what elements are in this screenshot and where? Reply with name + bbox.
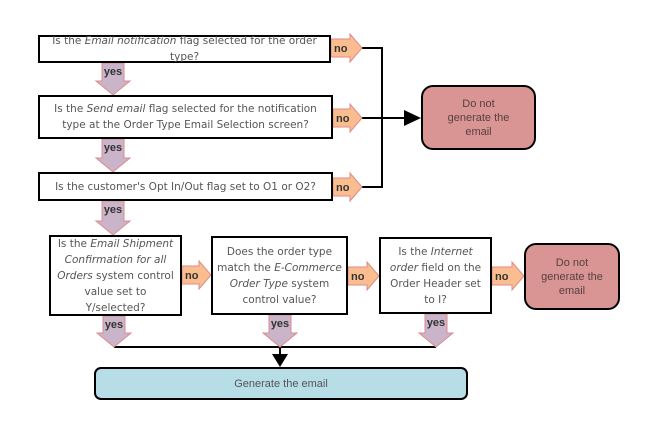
connector-no-1: [362, 47, 383, 118]
no-arrow-shape: [347, 260, 380, 292]
yes-label: yes: [104, 142, 122, 154]
yes-arrow-5: yes: [261, 314, 299, 348]
yes-label: yes: [104, 204, 122, 216]
yes-arrow-6: yes: [417, 313, 455, 348]
no-arrow-shape: [181, 259, 212, 291]
question-send-email: Is the Send email flag selected for the …: [38, 95, 333, 139]
outcome-generate-email: Generate the email: [94, 367, 468, 400]
no-label: no: [185, 270, 199, 282]
yes-arrow-shape: [94, 62, 132, 96]
yes-arrow-1: yes: [94, 62, 132, 96]
yes-label: yes: [271, 318, 289, 330]
yes-arrow-shape: [261, 314, 299, 348]
no-label: no: [495, 271, 509, 283]
yes-arrow-4: yes: [95, 315, 133, 348]
no-arrow-shape: [332, 171, 363, 203]
yes-label: yes: [427, 317, 445, 329]
no-arrow-6: no: [491, 260, 525, 292]
yes-arrow-shape: [94, 200, 132, 236]
outcome-do-not-generate-1: Do not generate the email: [421, 85, 536, 150]
yes-arrow-shape: [95, 315, 133, 348]
no-arrow-shape: [491, 260, 525, 292]
no-arrow-shape: [332, 102, 363, 134]
question-opt-in-out: Is the customer's Opt In/Out flag set to…: [38, 172, 333, 201]
no-label: no: [334, 43, 348, 55]
no-arrow-5: no: [347, 260, 380, 292]
no-arrow-2: no: [332, 102, 363, 134]
no-arrow-1: no: [330, 32, 363, 64]
question-ecommerce-order-type: Does the order type match the E-Commerce…: [211, 236, 348, 315]
no-arrow-shape: [330, 32, 363, 64]
yes-label: yes: [104, 66, 122, 78]
question-internet-order: Is the Internet order field on the Order…: [379, 237, 492, 314]
no-arrow-3: no: [332, 171, 363, 203]
outcome-do-not-generate-2: Do not generate the email: [524, 243, 620, 310]
arrowhead-to-no-email-1: [404, 110, 421, 126]
no-label: no: [336, 182, 350, 194]
question-email-notification: Is the Email notification flag selected …: [38, 35, 331, 63]
yes-arrow-3: yes: [94, 200, 132, 236]
no-label: no: [351, 271, 365, 283]
yes-arrow-shape: [94, 138, 132, 173]
connector-no-3: [362, 118, 383, 188]
no-label: no: [336, 113, 350, 125]
question-email-shipment-confirmation: Is the Email Shipment Confirmation for a…: [49, 235, 182, 316]
yes-label: yes: [105, 319, 123, 331]
yes-arrow-2: yes: [94, 138, 132, 173]
arrowhead-to-generate: [272, 354, 288, 367]
no-arrow-4: no: [181, 259, 212, 291]
yes-arrow-shape: [417, 313, 455, 348]
